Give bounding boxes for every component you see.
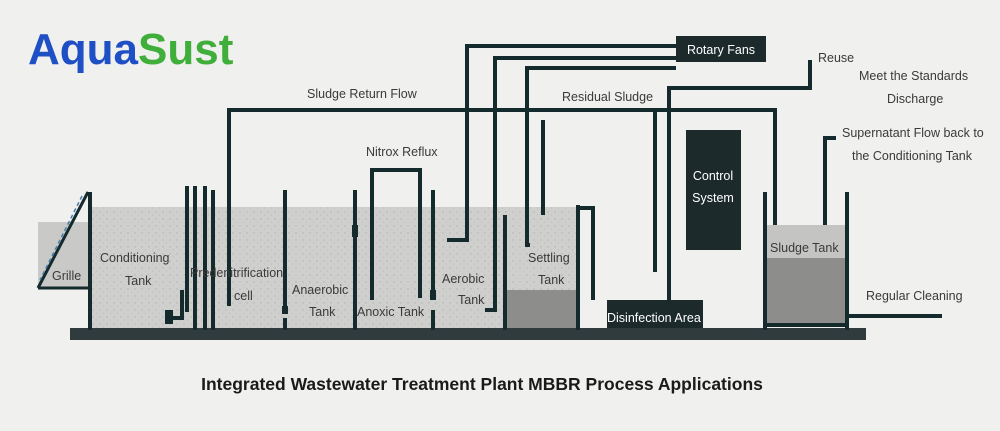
anaerobic-label-1: Anaerobic [292, 283, 348, 297]
pipe-stubs [165, 225, 436, 324]
conditioning-label-2: Tank [125, 274, 152, 288]
control-label-2: System [692, 191, 734, 205]
aerobic-label-2: Tank [458, 293, 485, 307]
meet-standards-label-1: Meet the Standards [859, 69, 968, 83]
grille-label: Grille [52, 269, 81, 283]
anaerobic-label-2: Tank [309, 305, 336, 319]
sludge-tank-sludge [765, 258, 847, 325]
meet-standards-label-2: Discharge [887, 92, 943, 106]
sludge-return-flow-label: Sludge Return Flow [307, 87, 418, 101]
water-fills [38, 207, 847, 328]
settling-label-2: Tank [538, 273, 565, 287]
tank-walls [88, 186, 849, 330]
conditioning-label-1: Conditioning [100, 251, 170, 265]
logo-part-aqua: Aqua [28, 25, 139, 74]
pipes [170, 44, 942, 320]
residual-sludge-label: Residual Sludge [562, 90, 653, 104]
reuse-label: Reuse [818, 51, 854, 65]
rotary-fans-label: Rotary Fans [687, 43, 755, 57]
diagram-caption: Integrated Wastewater Treatment Plant MB… [201, 374, 763, 394]
control-label-1: Control [693, 169, 733, 183]
anoxic-label: Anoxic Tank [357, 305, 425, 319]
logo: AquaSust [28, 25, 234, 74]
disinfection-area-box [607, 300, 703, 328]
predenit-label-1: Predenitrification [190, 266, 283, 280]
grille [36, 191, 90, 290]
supernatant-label-2: the Conditioning Tank [852, 149, 973, 163]
supernatant-label-1: Supernatant Flow back to [842, 126, 984, 140]
disinfection-area-label: Disinfection Area [607, 311, 701, 325]
rotary-fans-box [676, 36, 766, 62]
base-slab [70, 328, 866, 340]
predenit-label-2: cell [234, 289, 253, 303]
logo-part-sust: Sust [138, 25, 234, 74]
settling-label-1: Settling [528, 251, 570, 265]
aerobic-label-1: Aerobic [442, 272, 484, 286]
nitrox-reflux-label: Nitrox Reflux [366, 145, 438, 159]
sludge-tank-label: Sludge Tank [770, 241, 839, 255]
settling-sludge [507, 290, 578, 328]
control-system-box [686, 130, 741, 250]
regular-cleaning-label: Regular Cleaning [866, 289, 963, 303]
